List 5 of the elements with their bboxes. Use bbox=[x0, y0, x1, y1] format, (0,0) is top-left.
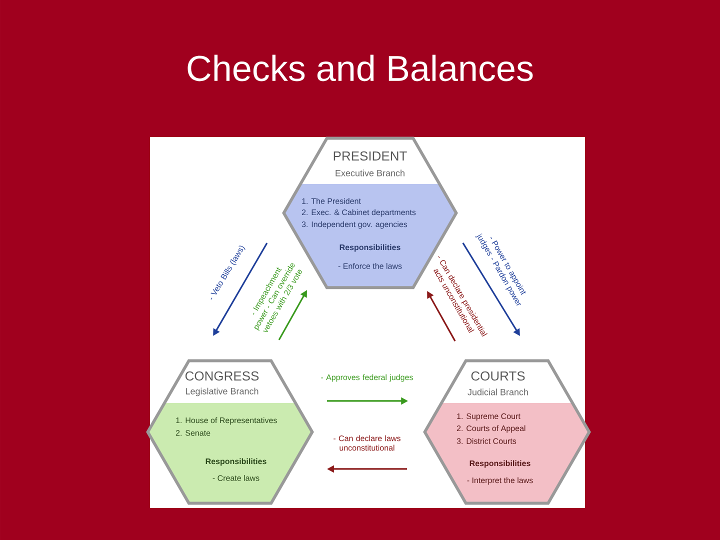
hexagon: COURTS Judicial Branch 1. Supreme Court 2. Courts of Appeal 3. District Courts Responsibilities - Interpret the laws bbox=[423, 359, 591, 505]
hexagon: CONGRESS Legislative Branch 1. House of Representatives 2. Senate Responsibilities - Create laws bbox=[146, 359, 314, 505]
edge-label: - Can declare laws unconstitutional bbox=[334, 435, 400, 451]
edge-label: - Approves federal judges bbox=[321, 374, 413, 382]
title: Checks and Balances bbox=[188, 54, 533, 82]
